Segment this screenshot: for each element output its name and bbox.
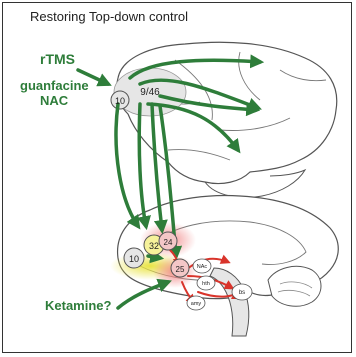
arrow-10-to-32: [148, 256, 160, 258]
subgenual-25-label: 25: [176, 265, 185, 274]
rtms-label: rTMS: [40, 52, 75, 67]
cingulate-32-label: 32: [149, 241, 159, 251]
lateral-brain: [111, 42, 337, 197]
dlpfc-label: 9/46: [140, 87, 160, 98]
frontal-pole-upper-label: 10: [115, 96, 125, 106]
bs-label: bs: [239, 290, 245, 296]
frontal-pole-lower-label: 10: [129, 254, 139, 264]
hth-label: hth: [202, 281, 210, 287]
amy-label: amy: [191, 301, 202, 307]
nac-label: NAc: [197, 264, 208, 270]
ketamine-arrow: [118, 282, 168, 308]
guanfacine-label: guanfacine: [20, 78, 89, 93]
cingulate-24-label: 24: [164, 238, 173, 247]
ketamine-label: Ketamine?: [45, 298, 111, 313]
nac-treatment-label: NAC: [40, 93, 68, 108]
